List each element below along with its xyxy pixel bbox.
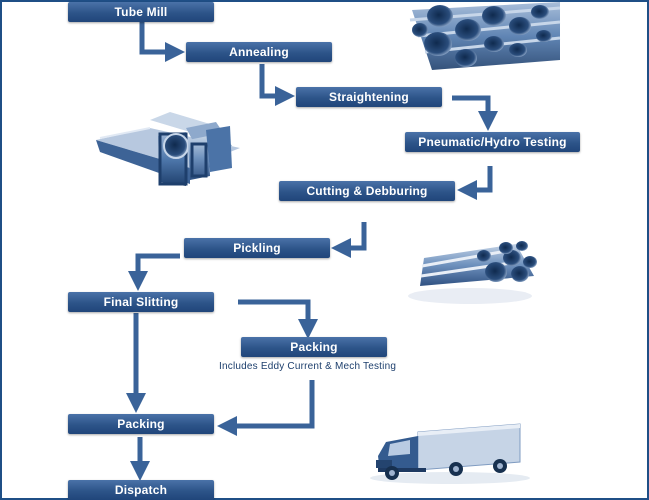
arrow-cutting-to-pickling	[331, 222, 367, 258]
packing-note: Includes Eddy Current & Mech Testing	[219, 361, 397, 372]
arrow-straightening-to-testing	[452, 95, 498, 131]
arrow-packing-branch-to-packing-main	[217, 380, 315, 436]
delivery-truck	[370, 423, 530, 484]
pipe-stack	[408, 241, 537, 304]
step-dispatch: Dispatch	[68, 480, 214, 500]
profile-sections	[96, 112, 240, 186]
step-annealing: Annealing	[186, 42, 332, 62]
step-packing-branch: Packing	[241, 337, 387, 357]
step-cutting-debburing: Cutting & Debburing	[279, 181, 455, 201]
step-straightening: Straightening	[296, 87, 442, 107]
step-packing-main: Packing	[68, 414, 214, 434]
step-pneumatic-hydro-testing: Pneumatic/Hydro Testing	[405, 132, 580, 152]
arrow-pickling-to-finalslitting	[128, 253, 180, 291]
step-tube-mill: Tube Mill	[68, 2, 214, 22]
step-final-slitting: Final Slitting	[68, 292, 214, 312]
step-pickling: Pickling	[184, 238, 330, 258]
pipe-bundle	[409, 2, 561, 70]
arrow-testing-to-cutting	[457, 166, 493, 200]
arrow-tubemill-to-annealing	[139, 22, 185, 62]
arrow-finalslitting-to-packing-branch	[238, 299, 318, 339]
arrow-annealing-to-straightening	[259, 64, 295, 106]
